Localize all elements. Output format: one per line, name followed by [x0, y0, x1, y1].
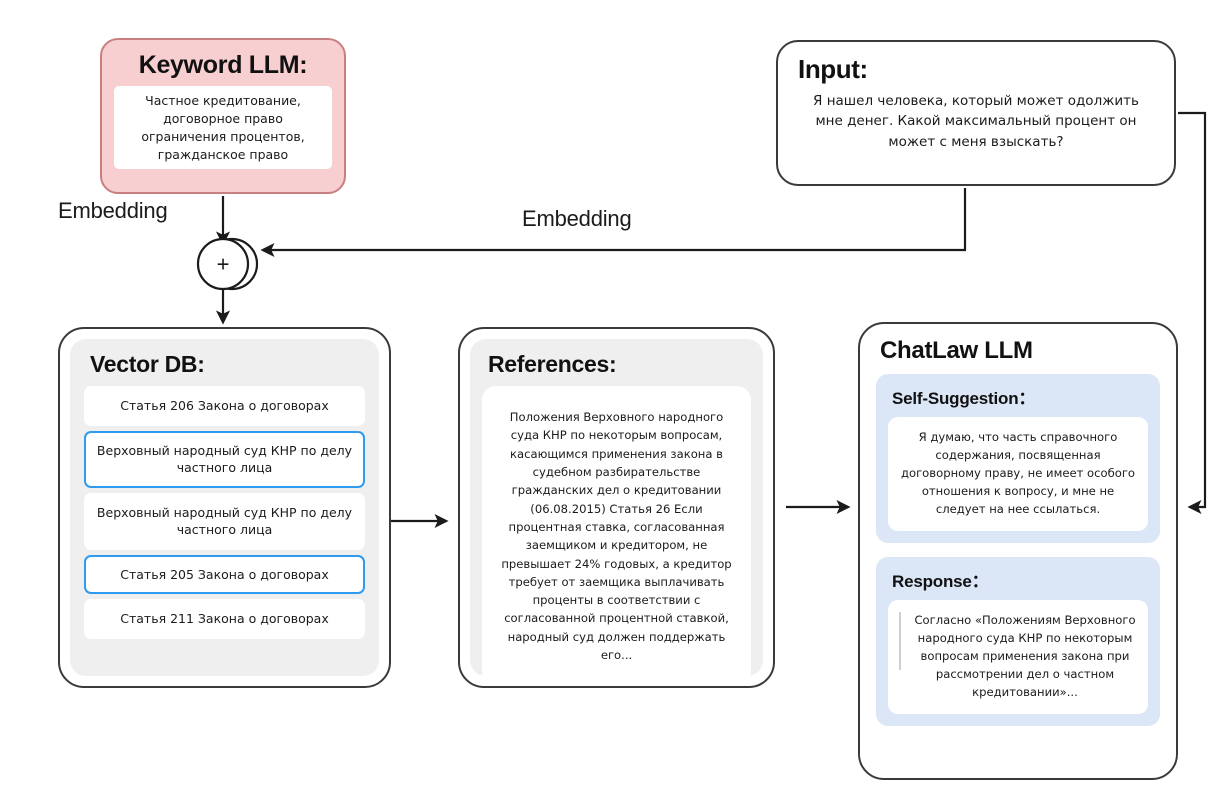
keyword-llm-content: Частное кредитование, договорное право о… [114, 86, 332, 170]
input-content: Я нашел человека, который может одолжить… [813, 93, 1139, 150]
chatlaw-llm-node: ChatLaw LLM Self-Suggestion： Я думаю, чт… [858, 322, 1178, 780]
vector-db-item[interactable]: Верховный народный суд КНР по делу частн… [84, 492, 365, 550]
edge-label-embedding-left: Embedding [58, 198, 168, 223]
vector-db-node: Vector DB: Статья 206 Закона о договорах… [58, 327, 391, 688]
response-title: Response： [892, 571, 989, 591]
input-title: Input: [798, 54, 868, 84]
keyword-llm-title: Keyword LLM: [138, 51, 308, 79]
references-panel: References: Положения Верховного народно… [470, 339, 763, 687]
response-content-wrap: Согласно «Положениям Верховного народног… [888, 599, 1148, 714]
response-content: Согласно «Положениям Верховного народног… [914, 612, 1136, 699]
vector-db-panel: Vector DB: Статья 206 Закона о договорах… [70, 339, 379, 676]
self-suggestion-panel: Self-Suggestion： Я думаю, что часть спра… [876, 374, 1160, 543]
keyword-llm-node: Keyword LLM: Частное кредитование, догов… [100, 38, 346, 194]
vector-db-title: Vector DB: [90, 351, 205, 377]
edge-input-to-junction [260, 188, 967, 258]
edge-label-embedding-right: Embedding [522, 206, 632, 231]
references-title: References: [488, 351, 617, 377]
input-node: Input: Я нашел человека, который может о… [776, 40, 1176, 186]
response-panel: Response： Согласно «Положениям Верховног… [876, 556, 1160, 726]
sum-junction-node: + [196, 237, 259, 291]
references-content: Положения Верховного народного суда КНР … [482, 386, 751, 687]
references-node: References: Положения Верховного народно… [458, 327, 775, 688]
junction-plus-symbol: + [217, 252, 230, 277]
vector-db-item-highlighted[interactable]: Статья 205 Закона о договорах [84, 554, 365, 594]
quote-bar-icon [899, 611, 901, 670]
self-suggestion-title: Self-Suggestion： [892, 389, 1036, 408]
edge-input-to-chatlaw [1178, 111, 1207, 515]
chatlaw-llm-title: ChatLaw LLM [880, 337, 1033, 364]
vector-db-item[interactable]: Статья 206 Закона о договорах [84, 386, 365, 426]
vector-db-item[interactable]: Статья 211 Закона о договорах [84, 599, 365, 639]
vector-db-item-highlighted[interactable]: Верховный народный суд КНР по делу частн… [84, 430, 365, 488]
self-suggestion-content: Я думаю, что часть справочного содержани… [888, 417, 1148, 531]
